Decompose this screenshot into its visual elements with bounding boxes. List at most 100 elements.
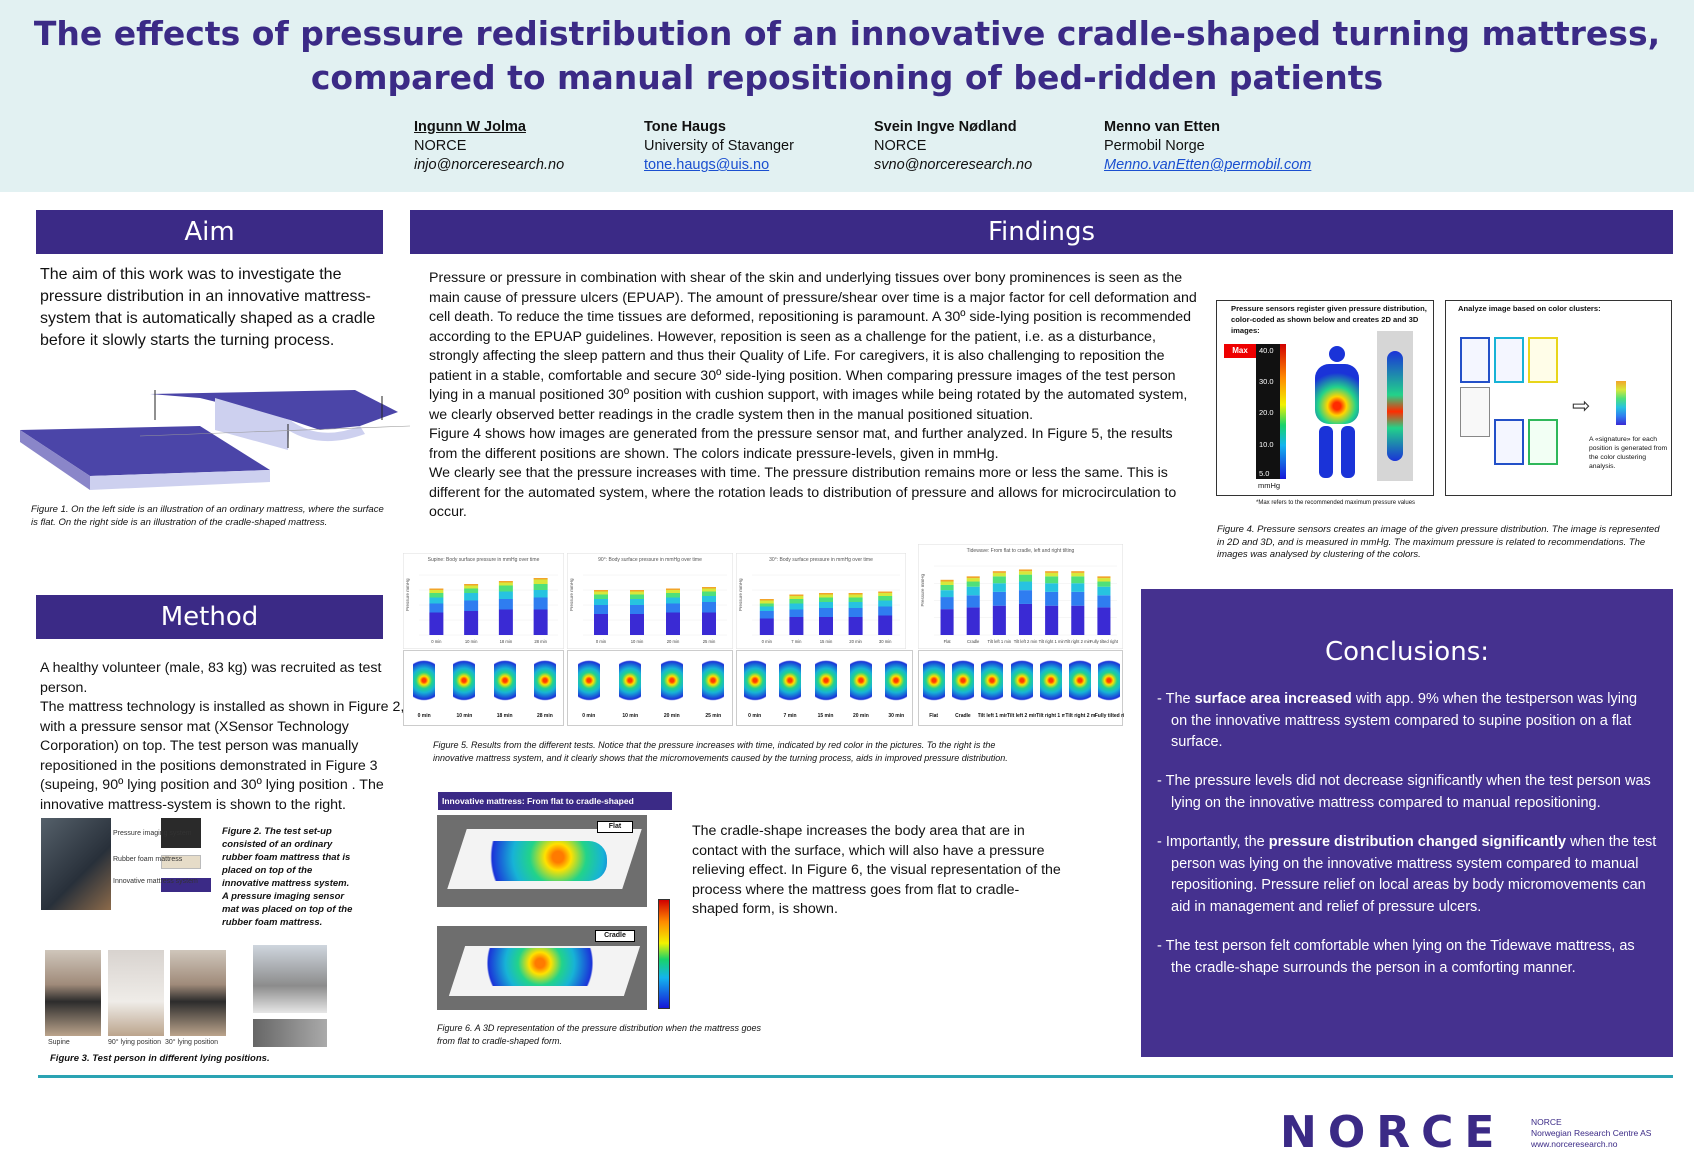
chart-bar-segment	[789, 599, 804, 604]
figure4-cluster-thumb	[1494, 337, 1524, 383]
pressure-map-label: Tilt left 2 min	[1006, 713, 1037, 719]
figure4-scale-value: 5.0	[1259, 469, 1270, 478]
chart-tick-label: 25 min	[703, 639, 716, 644]
chart-bar-segment	[630, 594, 644, 599]
chart-bar-segment	[848, 602, 863, 608]
figure6-caption: Figure 6. A 3D representation of the pre…	[437, 1023, 762, 1046]
conclusion-text: - The pressure levels did not decrease s…	[1157, 773, 1651, 811]
pressure-map-figure	[885, 657, 908, 709]
pressure-map-figure	[743, 657, 766, 709]
chart-bar-segment	[666, 588, 680, 590]
figure4-cluster-thumb	[1528, 419, 1558, 465]
author-email-link[interactable]: tone.haugs@uis.no	[644, 157, 770, 173]
figure3-label: 90° lying position	[108, 1039, 161, 1046]
figure4-max-label: Max	[1224, 344, 1256, 358]
chart-bar-segment	[533, 590, 548, 598]
chart-bar-segment	[594, 605, 608, 614]
pressure-map-label: 0 min	[582, 713, 596, 719]
author-affiliation: University of Stavanger	[644, 138, 794, 154]
chart-bar-segment	[464, 600, 479, 611]
chart-tick-label: 7 min	[791, 639, 802, 644]
chart-bar-segment	[819, 594, 833, 598]
author-3: Svein Ingve Nødland NORCE svno@norcerese…	[874, 118, 1032, 175]
chart-bar-segment	[429, 612, 444, 635]
footer-line: www.norceresearch.no	[1531, 1139, 1618, 1149]
chart-bar-segment	[533, 597, 548, 610]
chart-bar-segment	[702, 596, 716, 602]
chart-bar-segment	[1018, 571, 1033, 575]
aim-heading: Aim	[36, 210, 383, 254]
pressure-map-label: 0 min	[748, 713, 762, 719]
chart-tick-label: 15 min	[820, 639, 833, 644]
chart-bar-segment	[992, 572, 1006, 577]
figure6-colorbar	[658, 899, 670, 1009]
figure4-cluster-thumb	[1460, 387, 1490, 437]
chart-bar-segment	[1018, 569, 1033, 572]
author-name: Ingunn W Jolma	[414, 119, 526, 135]
author-email: svno@norceresearch.no	[874, 157, 1033, 173]
chart-tick-label: 18 min	[500, 639, 513, 644]
chart-bar-segment	[1097, 607, 1111, 635]
chart-bar-segment	[1097, 578, 1111, 582]
author-affiliation: NORCE	[874, 138, 927, 154]
chart-tick-label: Flat	[944, 639, 952, 644]
conclusions-panel: Conclusions: - The surface area increase…	[1141, 589, 1673, 1057]
figure1-mattress-illustration	[20, 390, 410, 490]
chart-bar-segment	[429, 588, 444, 590]
chart-bar-segment	[594, 614, 608, 635]
figure4-scale-value: 40.0	[1259, 346, 1274, 355]
chart-bar-segment	[992, 583, 1006, 592]
chart-bar-segment	[878, 591, 893, 593]
figure2-detail-2	[161, 855, 201, 869]
chart-bar-segment	[966, 576, 980, 579]
chart-tick-label: 20 min	[667, 639, 680, 644]
chart-bar-segment	[498, 591, 513, 599]
author-affiliation: Permobil Norge	[1104, 138, 1205, 154]
pressure-map-figure	[981, 657, 1004, 709]
chart-bar-segment	[759, 603, 774, 607]
figure4-cluster-thumb	[1494, 419, 1524, 465]
chart-bar-segment	[594, 590, 608, 592]
chart-bar-segment	[630, 614, 644, 635]
figure4-caption: Figure 4. Pressure sensors creates an im…	[1217, 524, 1660, 560]
title-line-1: The effects of pressure redistribution o…	[33, 14, 1661, 53]
figure3-label: Supine	[48, 1039, 70, 1046]
chart-bar-segment	[966, 581, 980, 587]
chart-bar-segment	[1071, 571, 1085, 573]
chart-ylabel: Pressure mmHg	[405, 578, 410, 611]
conclusion-item: - Importantly, the pressure distribution…	[1157, 832, 1657, 918]
chart-tick-label: Tilt right 2 min	[1065, 639, 1092, 644]
chart-bar-segment	[498, 609, 513, 635]
pressure-map-label: 18 min	[496, 713, 513, 719]
chart-bar-segment	[940, 590, 954, 598]
chart-tick-label: Tilt left 1 min	[988, 639, 1012, 644]
conclusion-item: - The surface area increased with app. 9…	[1157, 689, 1657, 754]
figure3-photo-system-2	[253, 1019, 327, 1047]
figure4-right-panel: Analyze image based on color clusters: ⇨…	[1445, 300, 1672, 496]
chart-tick-label: 28 min	[534, 639, 547, 644]
chart-bar-segment	[630, 605, 644, 614]
chart-title: Supine: Body surface pressure in mmHg ov…	[428, 557, 540, 563]
chart-bar-segment	[940, 584, 954, 591]
author-1: Ingunn W Jolma NORCE injo@norceresearch.…	[414, 118, 564, 175]
chart-bar-segment	[878, 600, 893, 607]
chart-bar-segment	[992, 576, 1006, 584]
pressure-map-figure	[702, 657, 725, 709]
conclusion-item: - The pressure levels did not decrease s…	[1157, 771, 1657, 814]
chart-bar-segment	[464, 611, 479, 635]
chart-bar-segment	[992, 571, 1006, 573]
figure3-photo-90	[108, 950, 164, 1036]
chart-bar-segment	[666, 597, 680, 604]
method-text: A healthy volunteer (male, 83 kg) was re…	[40, 660, 405, 813]
pressure-map-label: Fully tilted right	[1094, 713, 1124, 719]
footer-org-info: NORCE Norwegian Research Centre AS www.n…	[1531, 1117, 1651, 1150]
chart-bar-segment	[940, 581, 954, 585]
conclusion-bold: pressure distribution changed significan…	[1268, 834, 1567, 850]
chart-bar-segment	[666, 603, 680, 613]
chart-bar-segment	[789, 603, 804, 610]
author-email-link[interactable]: Menno.vanEtten@permobil.com	[1104, 157, 1312, 173]
chart-tick-label: 0 min	[596, 639, 607, 644]
chart-bar-segment	[966, 595, 980, 608]
figure3-caption: Figure 3. Test person in different lying…	[50, 1053, 270, 1064]
